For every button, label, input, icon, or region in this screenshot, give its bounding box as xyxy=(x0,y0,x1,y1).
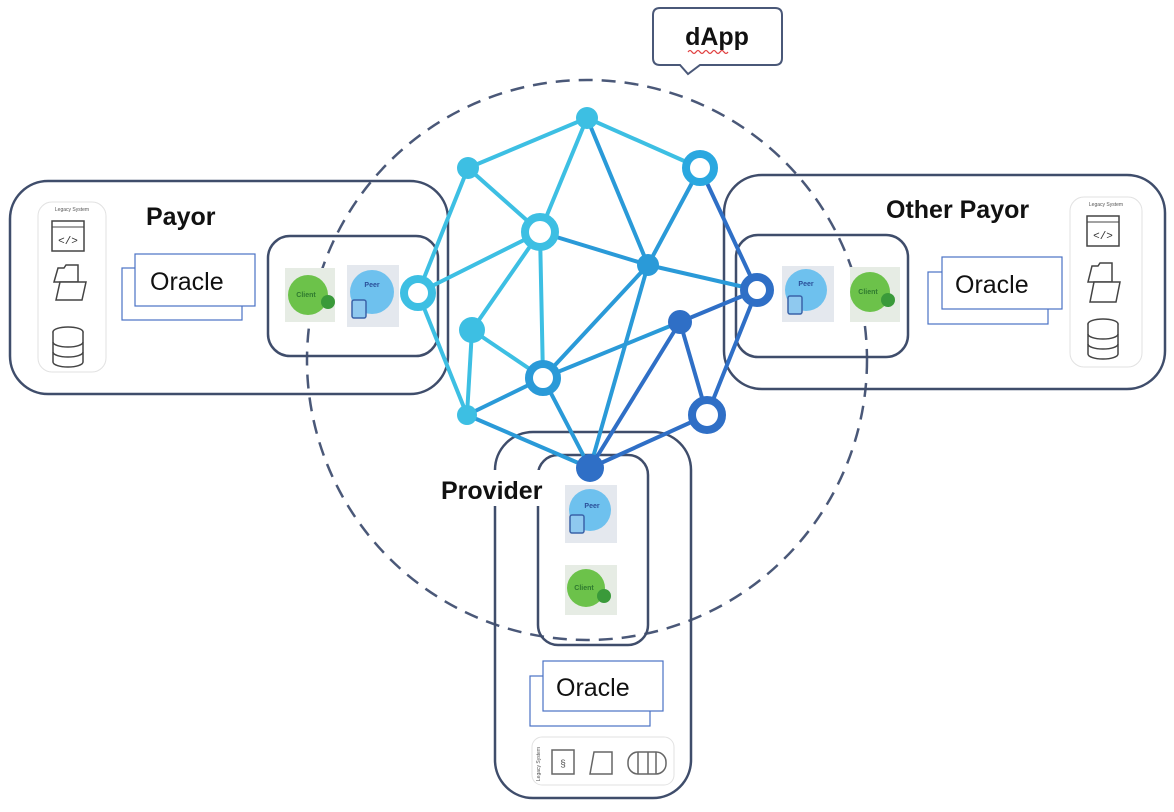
dapp-callout: dApp xyxy=(652,7,783,76)
spellcheck-underline xyxy=(687,49,729,55)
code-icon: </> xyxy=(1086,215,1120,247)
provider-peer-badge: Peer xyxy=(565,485,617,543)
other-payor-oracle: Oracle xyxy=(927,256,1063,325)
network-ring-node xyxy=(521,213,559,251)
folder-icon xyxy=(53,264,87,301)
database-icon xyxy=(1087,318,1119,360)
legacy-title: Legacy System xyxy=(536,747,542,781)
folder-icon xyxy=(589,751,613,775)
payor-label: Payor xyxy=(146,203,216,231)
network-ring-node xyxy=(688,396,726,434)
other-payor-client-badge: Client xyxy=(850,267,900,322)
dapp-boundary xyxy=(305,78,869,642)
svg-text:</>: </> xyxy=(1093,231,1113,243)
network-node xyxy=(668,310,692,334)
payor-client-badge: Client xyxy=(285,268,335,322)
payor-oracle: Oracle xyxy=(121,253,256,321)
network-node xyxy=(637,254,659,276)
network-ring-node xyxy=(525,360,561,396)
legacy-title: Legacy System xyxy=(55,207,89,213)
database-icon xyxy=(52,326,84,368)
network-ring-node xyxy=(740,273,774,307)
payor-box xyxy=(8,179,450,396)
network-nodes xyxy=(400,107,774,482)
other-payor-oracle-label: Oracle xyxy=(955,271,1029,299)
svg-text:Client: Client xyxy=(858,289,878,296)
network-node xyxy=(457,405,477,425)
payor-oracle-label: Oracle xyxy=(150,268,224,296)
svg-text:</>: </> xyxy=(58,236,78,248)
code-icon: </> xyxy=(51,220,85,252)
legacy-title: Legacy System xyxy=(1089,202,1123,208)
network-node xyxy=(459,317,485,343)
provider-label: Provider xyxy=(441,477,543,505)
svg-text:Peer: Peer xyxy=(364,282,379,289)
provider-legacy-system: Legacy System § xyxy=(531,736,675,786)
other-payor-node-box xyxy=(734,233,910,359)
svg-text:§: § xyxy=(560,759,566,770)
other-payor-legacy-system: Legacy System </> xyxy=(1069,196,1143,368)
provider-oracle-label: Oracle xyxy=(556,674,630,702)
folder-icon xyxy=(1087,262,1121,303)
payor-legacy-system: Legacy System </> xyxy=(37,201,107,373)
other-payor-peer-badge: Peer xyxy=(782,266,834,322)
network-node xyxy=(457,157,479,179)
dapp-label: dApp xyxy=(685,23,749,51)
other-payor-org: Other Payor Legacy System </> Oracle xyxy=(722,173,1167,391)
provider-client-badge: Client xyxy=(565,565,617,615)
other-payor-label: Other Payor xyxy=(886,196,1029,224)
payor-peer-badge: Peer xyxy=(347,265,399,327)
network-node xyxy=(576,107,598,129)
svg-text:Peer: Peer xyxy=(584,503,599,510)
payor-node-box xyxy=(266,234,440,358)
svg-text:Client: Client xyxy=(296,292,316,299)
provider-box xyxy=(493,430,693,800)
code-icon: § xyxy=(551,749,575,775)
network-node xyxy=(576,454,604,482)
database-icon xyxy=(627,751,667,775)
svg-text:Client: Client xyxy=(574,585,594,592)
provider-org: Provider Peer Client Oracle Legacy Syste… xyxy=(438,430,693,800)
provider-oracle: Oracle xyxy=(529,660,664,727)
blockchain-network xyxy=(400,107,774,482)
svg-text:Peer: Peer xyxy=(798,281,813,288)
payor-org: Payor Legacy System </> Oracl xyxy=(8,179,450,396)
network-ring-node xyxy=(682,150,718,186)
network-ring-node xyxy=(400,275,436,311)
